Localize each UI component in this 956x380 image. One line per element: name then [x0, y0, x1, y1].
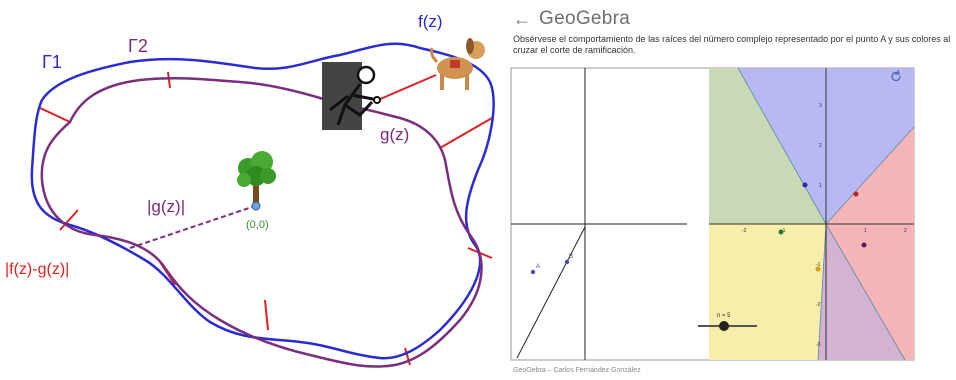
abs-gz-label: |g(z)| — [147, 197, 185, 216]
sector-red — [826, 127, 914, 360]
tree-icon — [237, 151, 276, 204]
x-tick-1: 1 — [864, 228, 867, 234]
left-graphics-view[interactable]: A B — [511, 68, 687, 360]
root-point-red[interactable] — [853, 191, 859, 197]
root-point-green[interactable] — [778, 229, 784, 235]
gamma2-label: Γ2 — [128, 36, 148, 56]
footer-text: GeoGebra – Carlos Fernández González — [513, 367, 641, 374]
gamma1-label: Γ1 — [42, 52, 62, 72]
refresh-icon[interactable] — [891, 69, 901, 82]
point-A-label: A — [536, 264, 540, 270]
sector-yellow — [709, 224, 826, 360]
abs-fz-minus-gz-label: |f(z)-g(z)| — [5, 261, 69, 278]
y-tick-neg3: -3 — [816, 342, 821, 348]
geogebra-title: GeoGebra — [539, 8, 631, 29]
origin-label: (0,0) — [246, 219, 269, 231]
root-point-blue[interactable] — [802, 182, 808, 188]
sector-violet — [818, 224, 905, 360]
geogebra-panel: ← GeoGebra Obsérvese el comportamiento d… — [505, 0, 956, 375]
slider-label: n = 5 — [717, 313, 731, 319]
point-B-label: B — [569, 254, 573, 260]
curve-g — [40, 77, 483, 368]
walker-icon — [322, 62, 381, 130]
y-tick-1: 1 — [819, 183, 822, 189]
root-point-yellow[interactable] — [815, 266, 821, 272]
geogebra-header: ← GeoGebra — [513, 6, 630, 32]
y-tick-2: 2 — [819, 143, 822, 149]
description-text: Obsérvese el comportamiento de las raíce… — [513, 34, 951, 55]
sector-green — [709, 68, 826, 224]
point-A[interactable] — [530, 269, 536, 275]
x-tick-neg2: -2 — [742, 228, 747, 234]
diagram-canvas: Γ1 Γ2 f(z) g(z) |g(z)| |f(z)-g(z)| (0,0) — [5, 12, 495, 368]
arrow-left-icon[interactable]: ← — [513, 8, 531, 29]
slider-knob[interactable] — [719, 321, 729, 331]
y-tick-neg2: -2 — [816, 302, 821, 308]
gz-label: g(z) — [380, 125, 409, 144]
fz-label: f(z) — [418, 12, 443, 31]
right-graphics-view[interactable]: -2 -1 1 2 3 2 1 -1 -2 -3 n = 5 — [698, 67, 915, 361]
dog-icon — [430, 38, 485, 90]
winding-diagram: Γ1 Γ2 f(z) g(z) |g(z)| |f(z)-g(z)| (0,0) — [5, 12, 495, 368]
geogebra-applet[interactable]: A B -2 -1 1 2 3 2 1 -1 — [505, 52, 956, 372]
origin-point — [251, 201, 261, 211]
root-point-violet[interactable] — [861, 242, 867, 248]
x-tick-2: 2 — [904, 228, 907, 234]
x-tick-neg1: -1 — [781, 228, 786, 234]
point-B[interactable] — [564, 259, 570, 265]
y-tick-3: 3 — [819, 103, 822, 109]
slider-n[interactable]: n = 5 — [698, 313, 757, 331]
y-tick-neg1: -1 — [816, 262, 821, 268]
modulus-g-line — [129, 206, 253, 249]
